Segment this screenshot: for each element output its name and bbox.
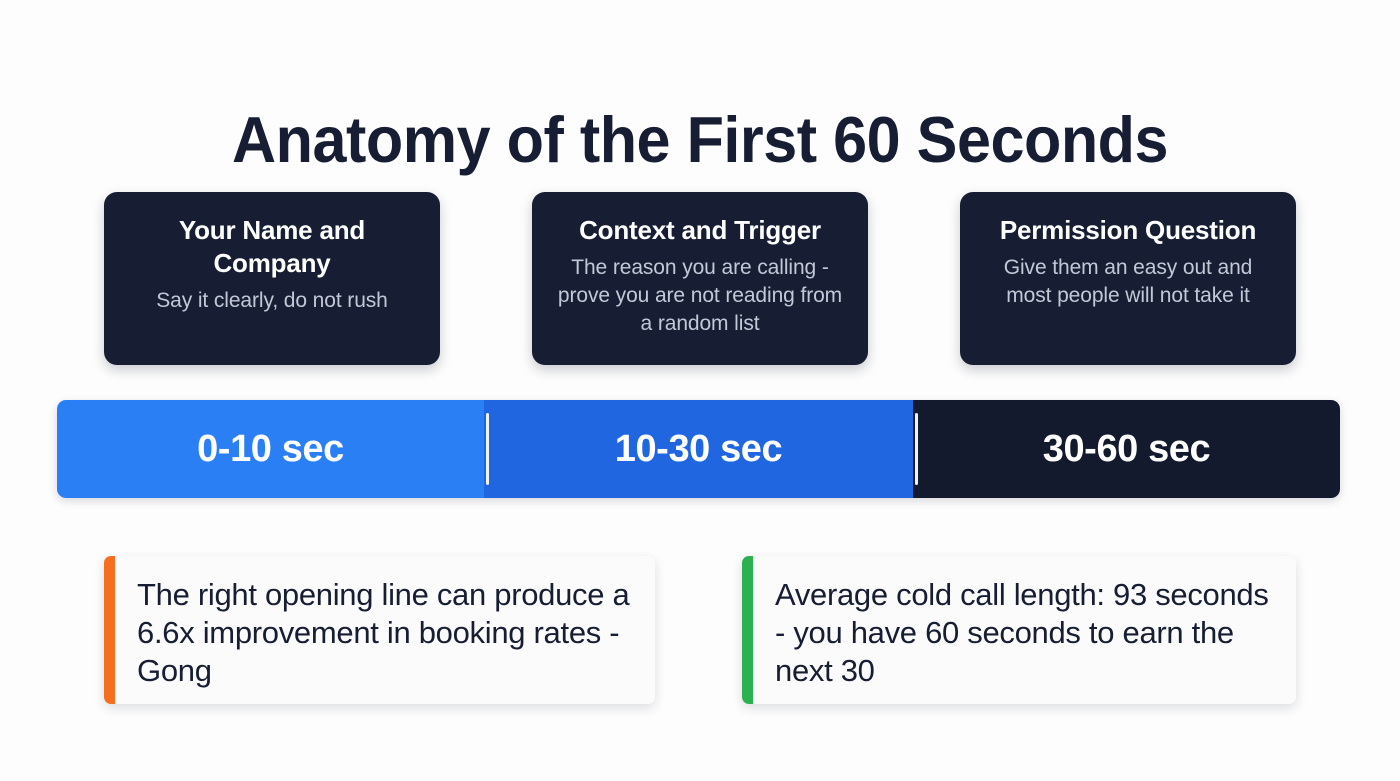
timeline-segment-0-10-sec: 0-10 sec (57, 400, 484, 498)
stage-card-title: Context and Trigger (579, 215, 821, 245)
stage-card-your-name-and-company: Your Name and Company Say it clearly, do… (104, 192, 440, 365)
stage-card-description: The reason you are calling - prove you a… (557, 256, 843, 335)
stage-card-permission-question: Permission Question Give them an easy ou… (960, 192, 1296, 365)
stat-card-call-length: Average cold call length: 93 seconds - y… (742, 556, 1296, 704)
stat-card-text: The right opening line can produce a 6.6… (137, 577, 630, 688)
timeline-bar: 0-10 sec 10-30 sec 30-60 sec (57, 400, 1340, 498)
stage-card-context-and-trigger: Context and Trigger The reason you are c… (532, 192, 868, 365)
timeline-segment-label: 10-30 sec (614, 427, 783, 470)
timeline-segment-label: 30-60 sec (1042, 427, 1211, 470)
stat-accent-bar-orange (104, 556, 115, 704)
timeline-segment-30-60-sec: 30-60 sec (913, 400, 1340, 498)
stage-card-title: Permission Question (999, 215, 1257, 245)
page-title: Anatomy of the First 60 Seconds (231, 102, 1169, 176)
stage-card-title: Your Name and Company (178, 215, 366, 278)
timeline-segment-10-30-sec: 10-30 sec (484, 400, 913, 498)
stat-card-opening-line: The right opening line can produce a 6.6… (104, 556, 655, 704)
stage-cards-row: Your Name and Company Say it clearly, do… (104, 192, 1296, 365)
stage-card-description: Give them an easy out and most people wi… (1003, 256, 1253, 307)
stage-card-description: Say it clearly, do not rush (156, 289, 388, 312)
stat-accent-bar-green (742, 556, 753, 704)
timeline-segment-label: 0-10 sec (197, 427, 344, 470)
stat-card-text: Average cold call length: 93 seconds - y… (775, 577, 1269, 688)
